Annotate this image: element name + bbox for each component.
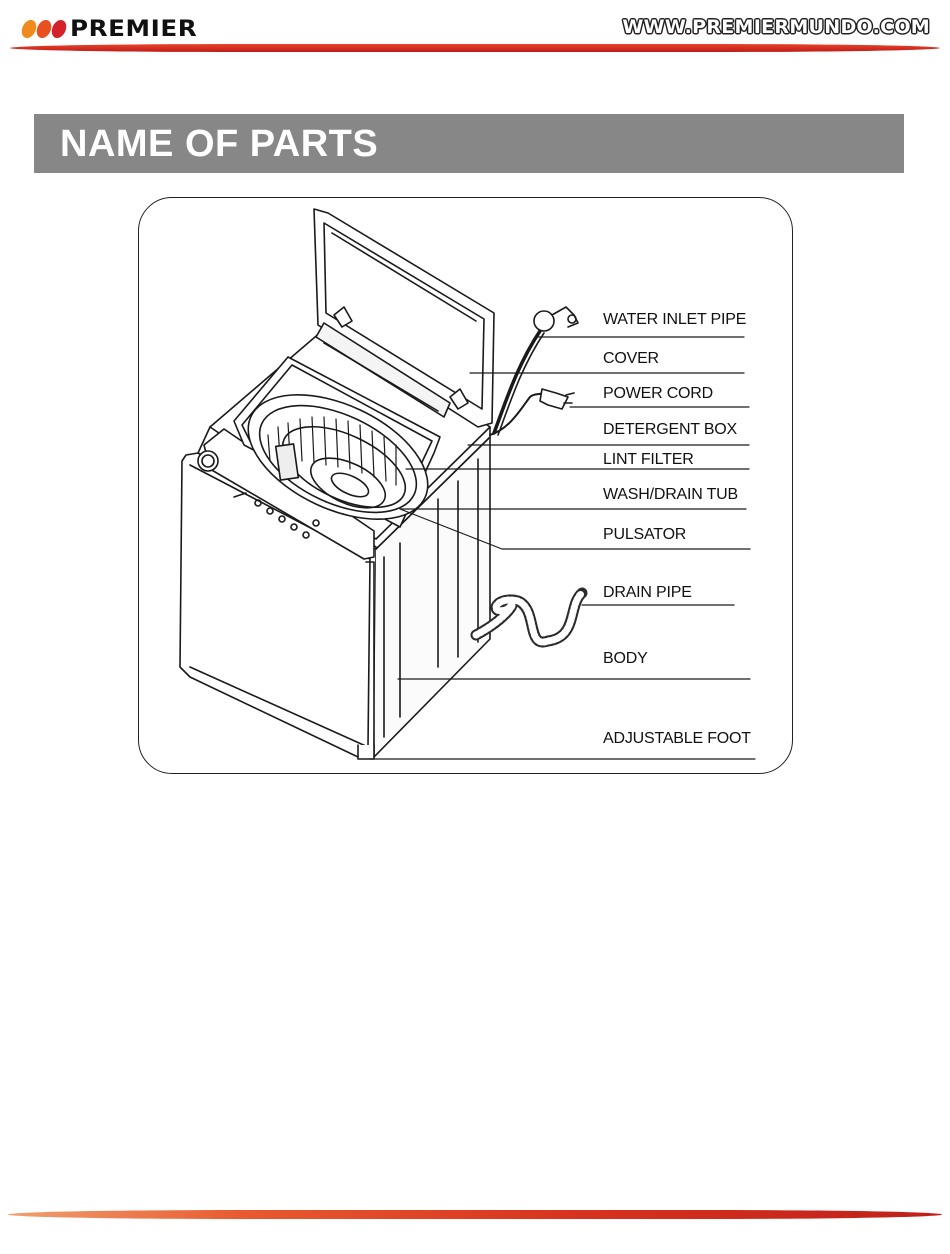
power-cord [490,393,542,435]
label-wash-drain-tub: WASH/DRAIN TUB [603,486,738,504]
premier-logo: PREMIER [22,14,184,44]
label-drain-pipe: DRAIN PIPE [603,584,692,602]
website-url: WWW.PREMIERMUNDO.COM [622,16,930,38]
label-water-inlet-pipe: WATER INLET PIPE [603,311,746,329]
label-body: BODY [603,650,648,668]
water-inlet-pipe [494,331,540,433]
label-power-cord: POWER CORD [603,385,713,403]
logo-dots-icon [22,20,66,38]
footer-divider [8,1210,942,1219]
dial-knob-icon [198,451,218,471]
adjustable-foot [358,745,374,759]
label-lint-filter: LINT FILTER [603,451,694,469]
label-cover: COVER [603,350,659,368]
lint-filter [276,444,299,480]
section-title-bar: NAME OF PARTS [34,114,904,173]
label-adjustable-foot: ADJUSTABLE FOOT [603,730,751,748]
section-title: NAME OF PARTS [60,123,378,166]
label-pulsator: PULSATOR [603,526,686,544]
header-divider [10,44,940,52]
label-detergent-box: DETERGENT BOX [603,421,737,439]
page-header: PREMIER WWW.PREMIERMUNDO.COM [0,0,950,60]
brand-name: PREMIER [70,17,197,42]
